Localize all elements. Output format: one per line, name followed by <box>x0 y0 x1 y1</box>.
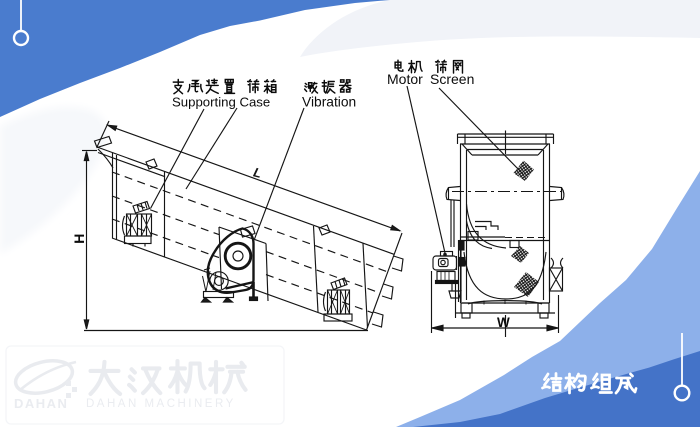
svg-text:DAHAN MACHINERY: DAHAN MACHINERY <box>86 398 236 410</box>
svg-text:Screen: Screen <box>430 71 474 87</box>
svg-text:H: H <box>71 234 87 244</box>
svg-text:L: L <box>252 164 263 180</box>
svg-text:DAHAN: DAHAN <box>14 396 68 411</box>
svg-text:Motor: Motor <box>387 71 423 87</box>
svg-text:W: W <box>497 315 510 330</box>
svg-text:Vibration: Vibration <box>302 95 356 110</box>
svg-text:Supporting Case: Supporting Case <box>172 95 270 110</box>
